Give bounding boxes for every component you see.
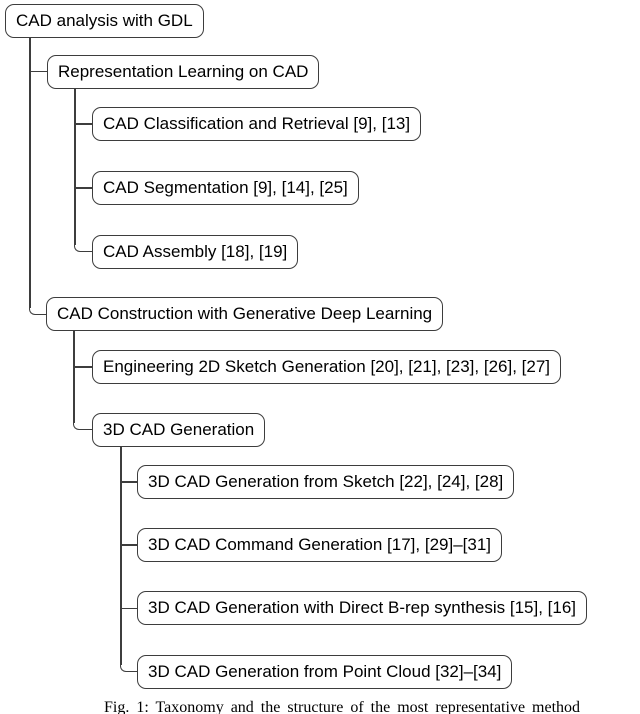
tree-node-command-generation: 3D CAD Command Generation [17], [29]–[31… [137,528,503,562]
tree-node-brep-synthesis: 3D CAD Generation with Direct B-rep synt… [137,591,588,625]
tree-node-2d-sketch-generation: Engineering 2D Sketch Generation [20], [… [92,350,562,384]
tree-node-classification-retrieval: CAD Classification and Retrieval [9], [1… [92,107,422,141]
connector-root-to-representation-learning [29,70,47,72]
tree-node-representation-learning: Representation Learning on CAD [47,55,320,89]
connector-to-generation-from-sketch [120,481,137,483]
connector-root-to-cad-construction [29,308,48,315]
connector-construction-vline [73,330,75,423]
connector-to-generation-from-point-cloud [120,665,138,672]
connector-root-vline [29,37,31,308]
connector-to-assembly [74,245,93,252]
connector-to-3d-cad-generation [73,423,93,430]
connector-3d-generation-vline [120,446,122,665]
tree-node-generation-from-sketch: 3D CAD Generation from Sketch [22], [24]… [137,465,515,499]
connector-representation-vline [74,88,76,245]
tree-node-assembly: CAD Assembly [18], [19] [92,235,299,269]
connector-to-command-generation [120,544,137,546]
tree-node-3d-cad-generation: 3D CAD Generation [92,413,266,447]
tree-node-cad-construction: CAD Construction with Generative Deep Le… [46,297,444,331]
connector-to-segmentation [74,187,92,189]
connector-to-brep-synthesis [120,607,137,609]
tree-node-cad-analysis: CAD analysis with GDL [5,4,204,38]
figure-caption: Fig. 1: Taxonomy and the structure of th… [104,699,581,714]
tree-node-generation-from-point-cloud: 3D CAD Generation from Point Cloud [32]–… [137,655,513,689]
tree-node-segmentation: CAD Segmentation [9], [14], [25] [92,171,359,205]
connector-to-classification-retrieval [74,123,92,125]
connector-to-2d-sketch-generation [73,366,92,368]
